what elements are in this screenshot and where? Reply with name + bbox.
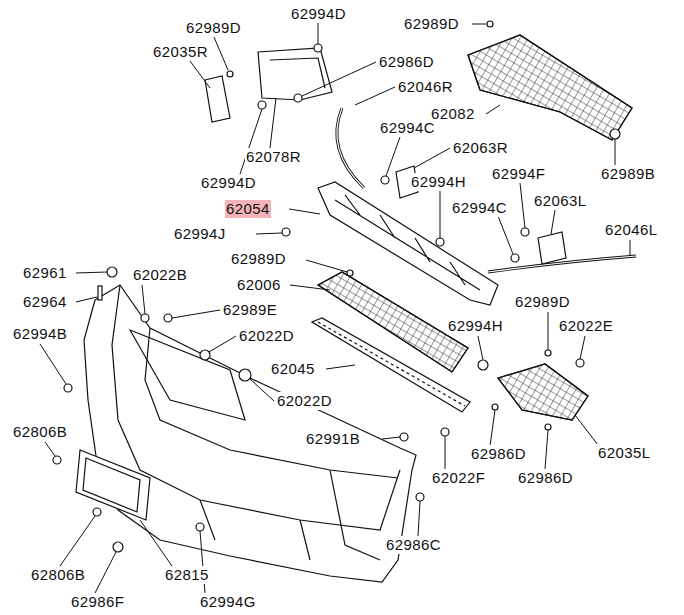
part-number: 62994J	[173, 225, 227, 243]
part-number: 62986C	[385, 536, 442, 554]
part-number: 62046L	[604, 221, 658, 239]
part-number: 62989B	[600, 165, 656, 183]
part-number: 62994C	[379, 119, 436, 137]
part-number: 62994H	[410, 173, 467, 191]
part-number: 62989D	[230, 250, 287, 268]
part-number: 62035L	[597, 444, 651, 462]
part-number: 62078R	[245, 148, 302, 166]
part-number: 62964	[22, 293, 68, 311]
part-number: 62806B	[12, 423, 68, 441]
highlighted-part-number: 62054	[225, 200, 271, 218]
part-number: 62022D	[238, 327, 295, 345]
part-number: 62989E	[222, 301, 278, 319]
part-number: 62806B	[30, 566, 86, 584]
part-number: 62063L	[533, 192, 587, 210]
part-number: 62986D	[470, 445, 527, 463]
part-number: 62986F	[70, 593, 125, 611]
part-number: 62994H	[447, 317, 504, 335]
part-number: 62989D	[514, 293, 571, 311]
part-number: 62986D	[378, 53, 435, 71]
part-number: 62994D	[290, 5, 347, 23]
part-number: 62994B	[12, 325, 68, 343]
part-number: 62022F	[431, 469, 486, 487]
part-number: 62994G	[199, 593, 257, 611]
part-number: 62035R	[152, 43, 209, 61]
part-number: 62994C	[451, 199, 508, 217]
part-number: 62994F	[491, 165, 546, 183]
part-number: 62022E	[558, 317, 614, 335]
part-number: 62082	[430, 105, 476, 123]
part-number: 62022D	[276, 392, 333, 410]
part-number: 62045	[270, 360, 316, 378]
part-number: 62961	[22, 264, 68, 282]
part-number: 62063R	[452, 139, 509, 157]
part-number: 62022B	[132, 266, 188, 284]
part-number: 62994D	[200, 174, 257, 192]
part-number: 62991B	[305, 430, 361, 448]
part-number: 62046R	[397, 78, 454, 96]
part-number: 62815	[164, 566, 210, 584]
part-number: 62006	[236, 276, 282, 294]
part-number: 62989D	[185, 19, 242, 37]
part-number: 62989D	[403, 15, 460, 33]
part-number: 62986D	[517, 469, 574, 487]
